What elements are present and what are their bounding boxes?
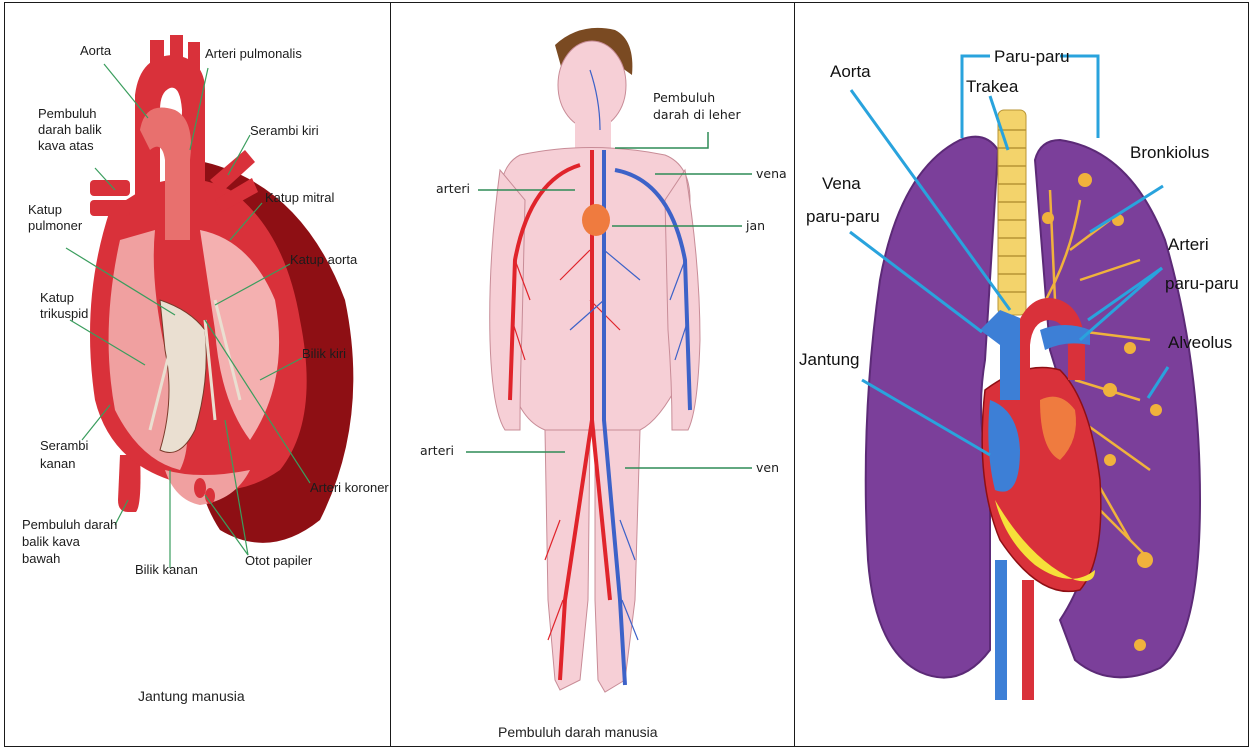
label-arteri-top: arteri (436, 181, 470, 196)
label-katup-pulmoner-2: pulmoner (28, 218, 83, 233)
label-aorta: Aorta (80, 43, 112, 58)
label-otot-papiler: Otot papiler (245, 553, 313, 568)
label-bronkiolus: Bronkiolus (1130, 143, 1209, 162)
label-arteri-2: paru-paru (1165, 274, 1239, 293)
label-pembuluh-bawah-3: bawah (22, 551, 60, 566)
label-vena-top: vena (756, 166, 787, 181)
label-bilik-kanan: Bilik kanan (135, 562, 198, 577)
label-pembuluh-atas-3: kava atas (38, 138, 94, 153)
label-pembuluh-leher-1: Pembuluh (653, 90, 715, 105)
label-vena-1: Vena (822, 174, 861, 193)
caption-pembuluh-darah: Pembuluh darah manusia (498, 724, 658, 740)
heart-illustration (90, 35, 353, 543)
label-katup-trikuspid-1: Katup (40, 290, 74, 305)
body-illustration (490, 28, 700, 692)
label-pembuluh-atas-2: darah balik (38, 122, 102, 137)
label-serambi-kanan-1: Serambi (40, 438, 89, 453)
lungs-panel: Paru-paru Aorta Trakea Bronkiolus Vena p… (799, 47, 1239, 700)
label-paru-paru: Paru-paru (994, 47, 1070, 66)
label-pembuluh-atas-1: Pembuluh (38, 106, 97, 121)
label-bilik-kiri: Bilik kiri (302, 346, 346, 361)
label-katup-aorta: Katup aorta (290, 252, 358, 267)
label-serambi-kanan-2: kanan (40, 456, 75, 471)
label-arteri-pulmonalis: Arteri pulmonalis (205, 46, 302, 61)
label-katup-mitral: Katup mitral (265, 190, 334, 205)
body-panel: Pembuluh darah di leher arteri vena jan … (420, 28, 787, 740)
label-arteri-bottom: arteri (420, 443, 454, 458)
label-trakea: Trakea (966, 77, 1019, 96)
lungs-illustration (866, 110, 1200, 700)
label-jantung-body: jan (745, 218, 765, 233)
label-katup-pulmoner-1: Katup (28, 202, 62, 217)
label-alveolus: Alveolus (1168, 333, 1232, 352)
label-arteri-koroner: Arteri koroner (310, 480, 389, 495)
label-vena-2: paru-paru (806, 207, 880, 226)
label-pembuluh-leher-2: darah di leher (653, 107, 741, 122)
label-jantung-lung: Jantung (799, 350, 860, 369)
label-arteri-1: Arteri (1168, 235, 1209, 254)
label-katup-trikuspid-2: trikuspid (40, 306, 88, 321)
label-pembuluh-bawah-1: Pembuluh darah (22, 517, 117, 532)
label-aorta-lung: Aorta (830, 62, 871, 81)
label-pembuluh-bawah-2: balik kava (22, 534, 81, 549)
caption-jantung-manusia: Jantung manusia (138, 688, 245, 704)
label-serambi-kiri: Serambi kiri (250, 123, 319, 138)
heart-panel: Aorta Arteri pulmonalis Pembuluh darah b… (22, 35, 389, 704)
label-vena-bottom: ven (756, 460, 779, 475)
